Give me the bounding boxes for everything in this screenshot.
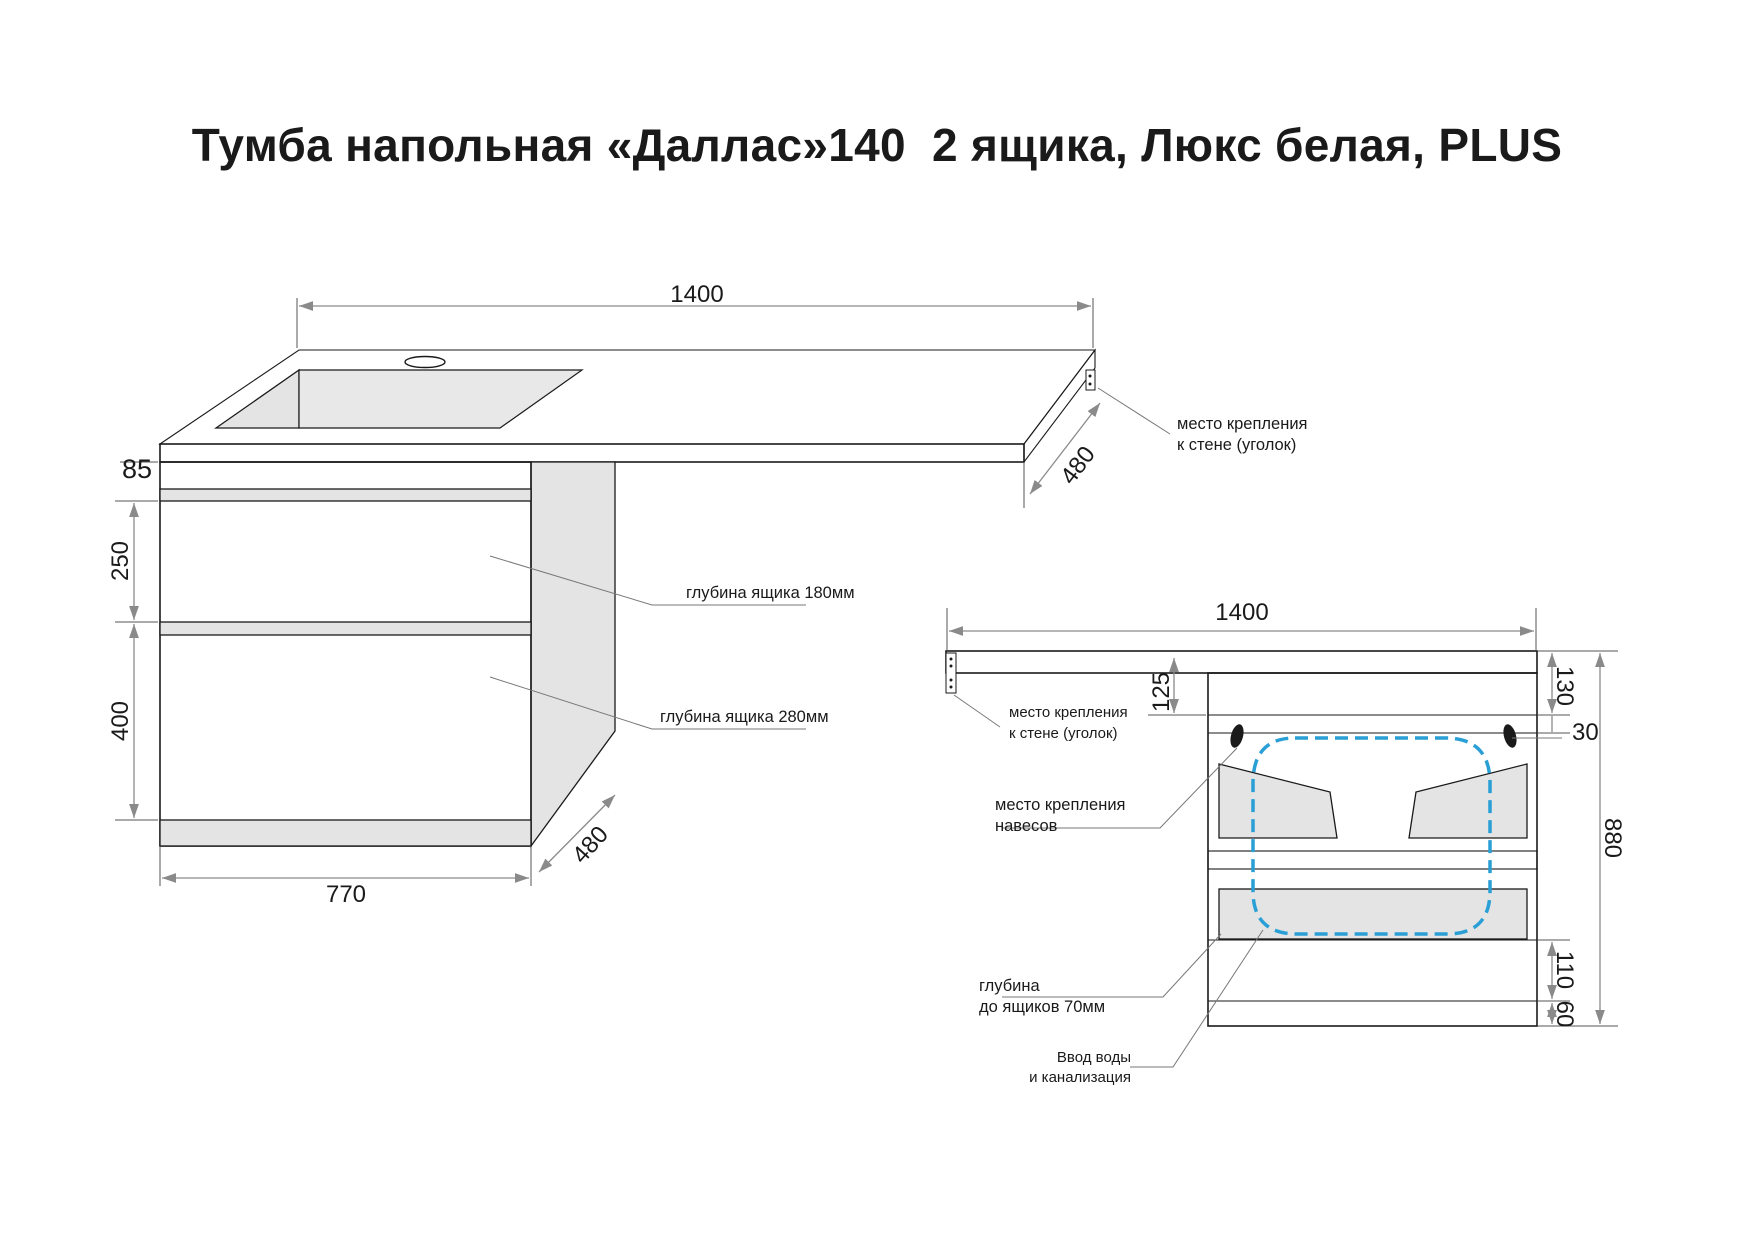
dim-width-right: 1400: [1215, 599, 1268, 626]
cabinet-side-section: [1207, 672, 1538, 1027]
note-drawer-lower-depth: глубина ящика 280мм: [660, 708, 829, 726]
dim-width-top: 1400: [670, 281, 723, 308]
dim-depth-bottom: 480: [567, 821, 614, 869]
wall-bracket-icon-right: [945, 652, 957, 694]
lower-drawer-cutout: [1218, 888, 1528, 940]
dim-880: 880: [1599, 818, 1626, 858]
dim-width-bottom: 770: [326, 881, 366, 908]
hinge-mount-right-icon: [1503, 724, 1517, 748]
cabinet-side-panel: [530, 461, 616, 848]
note-hinges-2: навесов: [995, 817, 1058, 835]
note-depth-1: глубина: [979, 977, 1040, 995]
left-view: 1400 480 85 250 400 480 770 место крепле…: [107, 281, 1307, 908]
note-wall-mount-left-1: место крепления: [1177, 415, 1307, 433]
note-wall-mount-left-2: к стене (уголок): [1177, 436, 1296, 454]
cabinet-front: [159, 461, 532, 847]
note-depth-2: до ящиков 70мм: [979, 998, 1105, 1016]
note-plumbing-2: и канализация: [1029, 1069, 1131, 1086]
drawer-separator-rail: [159, 621, 532, 636]
note-wall-mount-right-2: к стене (уголок): [1009, 725, 1118, 742]
right-view: 1400 125 130 30 110 60 880 место креплен…: [945, 599, 1626, 1086]
dim-60: 60: [1551, 1001, 1578, 1028]
note-drawer-upper-depth: глубина ящика 180мм: [686, 584, 855, 602]
dim-drawer-lower: 400: [107, 701, 134, 741]
dim-drawer-upper: 250: [107, 541, 134, 581]
page-title: Тумба напольная «Даллас»140 2 ящика, Люк…: [191, 119, 1563, 171]
note-wall-mount-right-1: место крепления: [1009, 704, 1128, 721]
plumbing-zone-outline: [1251, 736, 1492, 936]
countertop-side: [945, 650, 1538, 674]
dim-depth-top: 480: [1055, 441, 1101, 489]
countertop-side-face: [1023, 348, 1096, 464]
faucet-hole-icon: [404, 355, 446, 369]
countertop-front-face: [159, 443, 1025, 463]
upper-drawer-cutout-right: [1408, 763, 1528, 839]
dim-countertop: 85: [122, 454, 152, 484]
dim-130: 130: [1551, 666, 1578, 706]
note-hinges-1: место крепления: [995, 796, 1125, 814]
cabinet-top-rail: [159, 488, 532, 502]
dim-110: 110: [1551, 951, 1578, 989]
cabinet-plinth: [159, 819, 532, 847]
note-plumbing-1: Ввод воды: [1057, 1049, 1131, 1066]
dim-30: 30: [1572, 719, 1599, 746]
sink-bowl-floor: [298, 369, 584, 429]
upper-drawer-cutout-left: [1218, 763, 1338, 839]
dim-125: 125: [1148, 672, 1175, 712]
hinge-mount-left-icon: [1230, 724, 1244, 748]
wall-bracket-icon: [1085, 369, 1096, 391]
